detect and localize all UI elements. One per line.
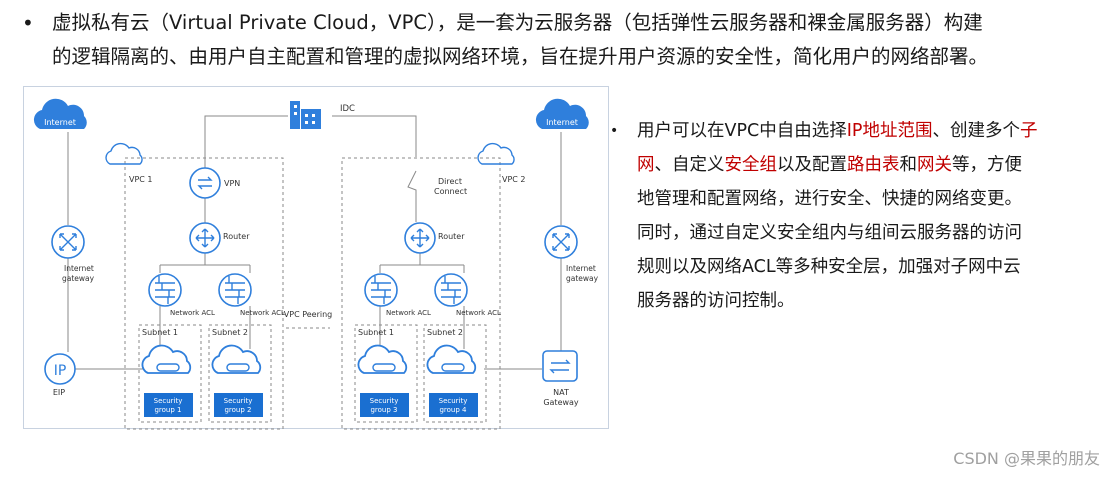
internet-right-label: Internet <box>546 118 578 127</box>
igw-left-label-1: Internet <box>64 264 94 273</box>
security-group-2-label: group 2 <box>224 406 251 414</box>
building-icon <box>290 101 321 129</box>
text-segment: 等，方便 <box>952 155 1022 175</box>
text-segment: 和 <box>899 155 918 175</box>
features-paragraph: • 用户可以在VPC中自由选择IP地址范围、创建多个子 网、自定义安全组以及配置… <box>610 114 1090 318</box>
security-group-4-label: Security <box>439 397 468 405</box>
direct-connect-label-1: Direct <box>438 177 462 186</box>
security-group-1-label: Security <box>154 397 183 405</box>
text-segment: 、自定义 <box>654 155 725 175</box>
security-group-3-label: Security <box>370 397 399 405</box>
eip-icon <box>44 353 76 385</box>
intro-line-2: 的逻辑隔离的、由用户自主配置和管理的虚拟网络环境，旨在提升用户资源的安全性，简化… <box>52 45 989 68</box>
vpc-architecture-diagram: IDC Internet Internet VPC 1 VPC 2 VPN Di… <box>23 86 609 430</box>
text-segment: 、创建多个 <box>932 121 1020 141</box>
router-icon <box>189 222 221 254</box>
text-segment: 用户可以在VPC中自由选择 <box>637 121 847 141</box>
subnet-3-label: Subnet 1 <box>358 328 394 337</box>
subnet-2-label: Subnet 2 <box>212 328 248 337</box>
firewall-icon <box>434 273 468 307</box>
direct-connect-label-2: Connect <box>434 187 467 196</box>
side-line-5: 规则以及网络ACL等多种安全层，加强对子网中云 <box>637 257 1021 277</box>
security-group-4-label: group 4 <box>439 406 467 414</box>
side-line-6: 服务器的访问控制。 <box>637 291 795 311</box>
igw-right-label-2: gateway <box>566 274 599 283</box>
network-acl-label-4: Network ACL <box>456 309 501 317</box>
firewall-icon <box>364 273 398 307</box>
text-segment: 以及配置 <box>777 155 847 175</box>
eip-label: EIP <box>53 388 65 397</box>
internet-gateway-icon <box>544 225 578 259</box>
vpc-cloud-icon <box>105 142 143 165</box>
highlight-route-table: 路由表 <box>847 155 900 175</box>
security-group-3-label: group 3 <box>370 406 397 414</box>
intro-line-1: 虚拟私有云（Virtual Private Cloud，VPC），是一套为云服务… <box>52 11 983 34</box>
network-acl-label-2: Network ACL <box>240 309 285 317</box>
security-group-1-label: group 1 <box>154 406 181 414</box>
ecs-cloud-icon <box>211 344 262 374</box>
security-group-2 <box>214 393 263 417</box>
nat-label-2: Gateway <box>543 398 579 407</box>
router-icon <box>404 222 436 254</box>
eip-icon-text: IP <box>54 363 67 379</box>
security-group-1 <box>144 393 193 417</box>
igw-left-label-2: gateway <box>62 274 95 283</box>
internet-left-label: Internet <box>44 118 76 127</box>
vpn-icon <box>189 167 221 199</box>
subnet-2-box <box>208 324 272 423</box>
security-group-2-label: Security <box>224 397 253 405</box>
internet-gateway-icon <box>51 225 85 259</box>
bullet-marker: • <box>610 123 619 139</box>
ecs-cloud-icon <box>357 344 408 374</box>
intro-paragraph: • 虚拟私有云（Virtual Private Cloud，VPC），是一套为云… <box>22 6 1112 74</box>
bullet-marker: • <box>22 11 34 35</box>
ecs-cloud-icon <box>141 344 192 374</box>
highlight-security-group: 安全组 <box>724 155 778 175</box>
subnet-1-box <box>138 324 202 423</box>
vpn-label: VPN <box>224 179 240 188</box>
side-line-1: 用户可以在VPC中自由选择IP地址范围、创建多个子 <box>610 114 1090 148</box>
watermark: CSDN @果果的朋友 <box>953 449 1100 468</box>
vpc1-boundary <box>124 157 284 430</box>
subnet-4-box <box>423 324 487 423</box>
network-acl-label-3: Network ACL <box>386 309 431 317</box>
ecs-cloud-icon <box>426 344 477 374</box>
vpc2-boundary <box>341 157 501 430</box>
vpc1-label: VPC 1 <box>129 175 153 184</box>
firewall-icon <box>218 273 252 307</box>
firewall-icon <box>148 273 182 307</box>
side-line-4: 同时，通过自定义安全组内与组间云服务器的访问 <box>637 223 1022 243</box>
vpc2-label: VPC 2 <box>502 175 526 184</box>
side-line-2: 网、自定义安全组以及配置路由表和网关等，方便 <box>610 148 1090 182</box>
subnet-4-label: Subnet 2 <box>427 328 463 337</box>
network-acl-label-1: Network ACL <box>170 309 215 317</box>
nat-gateway-icon <box>542 350 578 382</box>
highlight-gateway: 网关 <box>917 155 952 175</box>
side-line-3: 地管理和配置网络，进行安全、快捷的网络变更。 <box>637 189 1022 209</box>
router-right-label: Router <box>438 232 465 241</box>
idc-label: IDC <box>340 104 355 114</box>
security-group-4 <box>429 393 478 417</box>
nat-label-1: NAT <box>553 388 569 397</box>
vpc-cloud-icon <box>477 142 515 165</box>
highlight-subnet: 子 <box>1019 121 1038 141</box>
security-group-3 <box>360 393 409 417</box>
highlight-subnet: 网 <box>637 155 655 175</box>
subnet-3-box <box>354 324 418 423</box>
vpc-peering-label: VPC Peering <box>284 310 332 319</box>
router-left-label: Router <box>223 232 250 241</box>
highlight-ip-range: IP地址范围 <box>846 121 933 141</box>
igw-right-label-1: Internet <box>566 264 596 273</box>
subnet-1-label: Subnet 1 <box>142 328 178 337</box>
